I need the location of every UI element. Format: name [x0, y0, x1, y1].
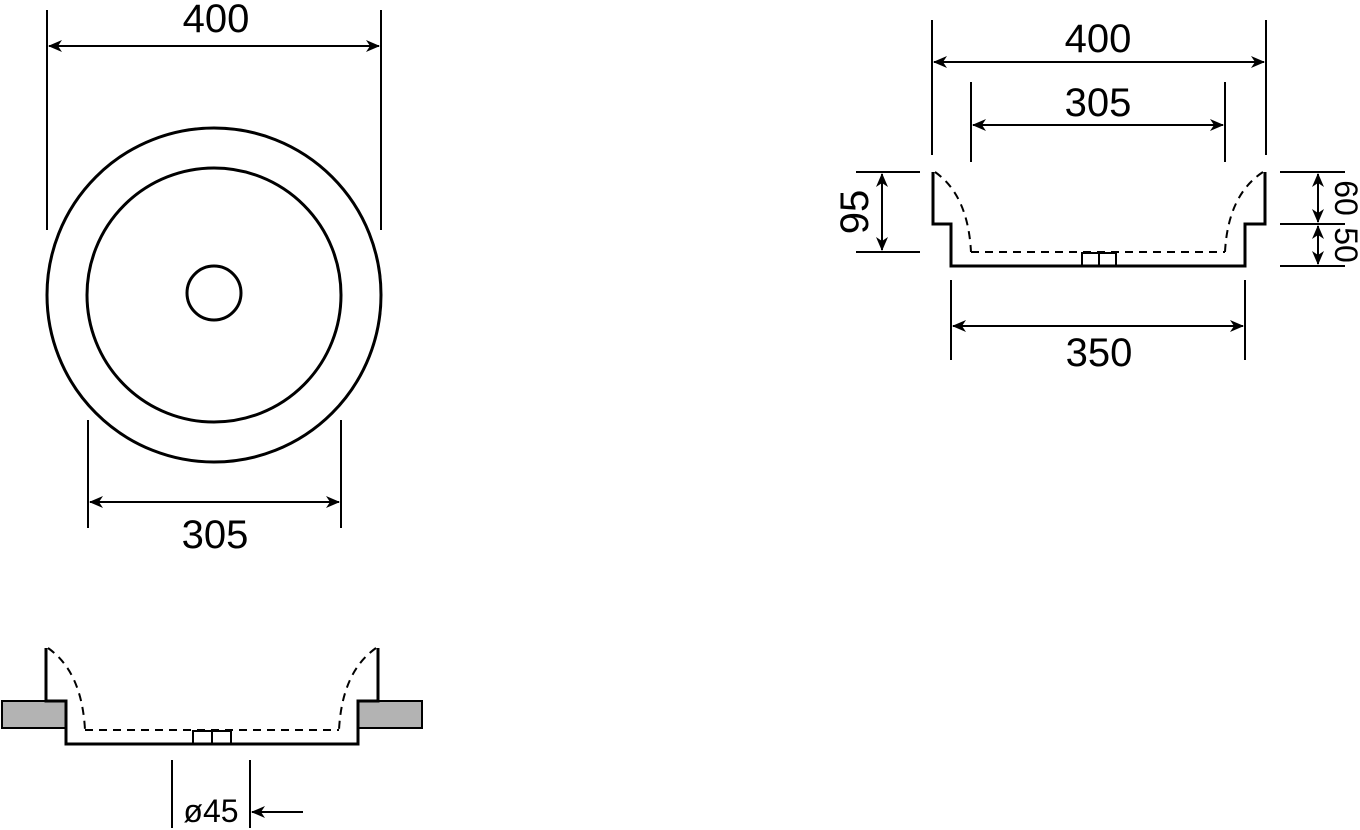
install-inner-curve-right	[338, 647, 377, 731]
basin-inner-bowl	[85, 166, 343, 424]
side-60-label: 60	[1328, 180, 1360, 216]
side-95-label: 95	[833, 190, 877, 235]
countertop-left	[1, 700, 67, 729]
top-view: 400 305	[45, 0, 383, 557]
side-400-label: 400	[1065, 17, 1132, 61]
install-inner-curve-left	[47, 647, 86, 731]
basin-outer-rim	[45, 126, 383, 464]
top-400-label: 400	[183, 0, 250, 41]
top-305-label: 305	[182, 513, 249, 557]
side-view: 400 305 95 60 50 350	[833, 17, 1360, 375]
drain-hole	[185, 264, 243, 322]
side-350-label: 350	[1066, 331, 1133, 375]
side-305-label: 305	[1065, 81, 1132, 125]
install-view: ø45	[1, 647, 423, 829]
drain-diameter-label: ø45	[183, 793, 238, 829]
side-50-label: 50	[1328, 227, 1360, 263]
side-inner-curve-left	[934, 171, 972, 253]
countertop-right	[357, 700, 423, 729]
